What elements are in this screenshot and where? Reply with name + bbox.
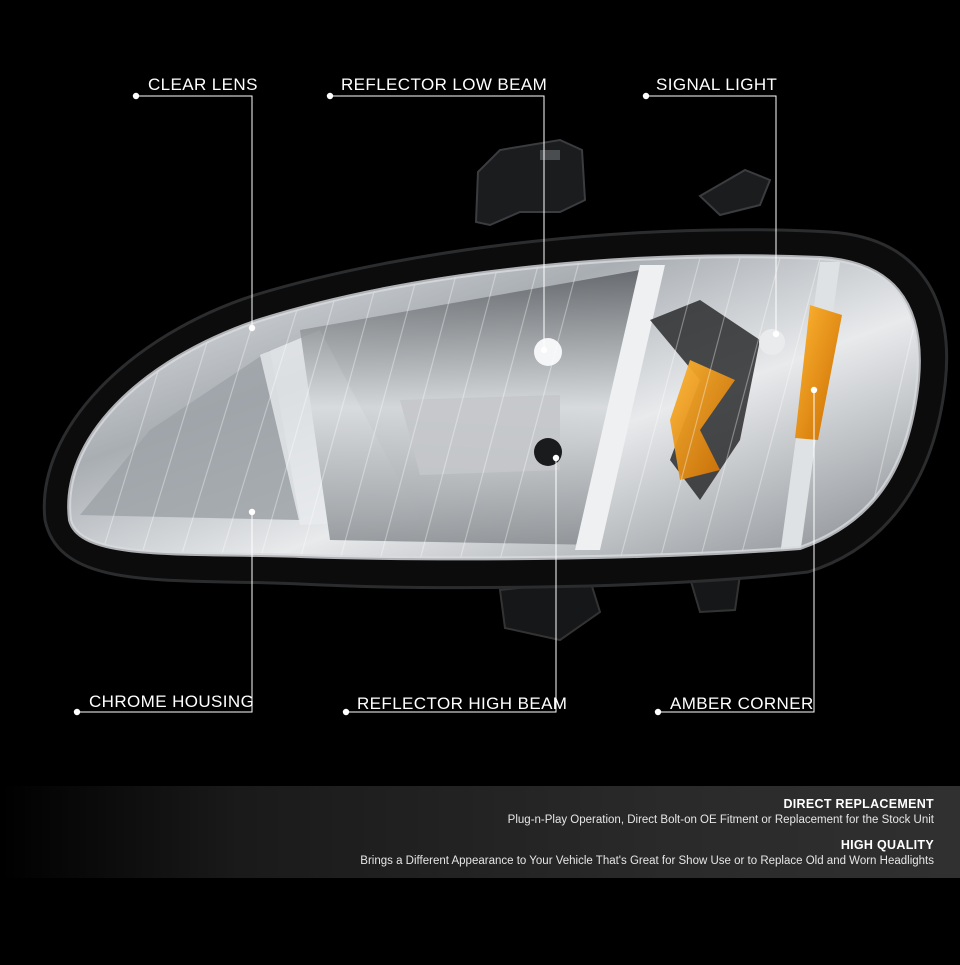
feature-band bbox=[0, 786, 960, 878]
callout-chrome-housing: CHROME HOUSING bbox=[89, 692, 255, 711]
feature-title: DIRECT REPLACEMENT bbox=[783, 797, 934, 811]
feature-high-quality: HIGH QUALITY Brings a Different Appearan… bbox=[360, 838, 934, 867]
callout-clear-lens: CLEAR LENS bbox=[148, 75, 258, 94]
mounting-bracket bbox=[474, 138, 772, 642]
callout-reflector-low-beam: REFLECTOR LOW BEAM bbox=[341, 75, 548, 94]
callout-dots bbox=[73, 92, 818, 716]
callout-amber-corner: AMBER CORNER bbox=[670, 694, 814, 713]
callout-signal-light: SIGNAL LIGHT bbox=[656, 75, 778, 94]
feature-description: Brings a Different Appearance to Your Ve… bbox=[360, 855, 934, 867]
lens-interior bbox=[69, 256, 919, 559]
feature-description: Plug-n-Play Operation, Direct Bolt-on OE… bbox=[507, 814, 934, 826]
callout-reflector-high-beam: REFLECTOR HIGH BEAM bbox=[357, 694, 568, 713]
feature-title: HIGH QUALITY bbox=[840, 838, 934, 852]
feature-direct-replacement: DIRECT REPLACEMENT Plug-n-Play Operation… bbox=[508, 797, 934, 826]
amber-corner-shape bbox=[795, 305, 842, 440]
callout-lines bbox=[77, 95, 815, 713]
